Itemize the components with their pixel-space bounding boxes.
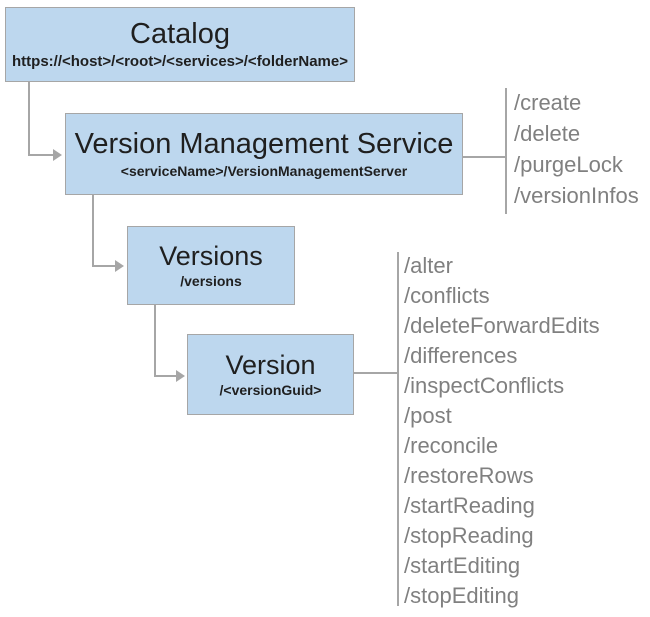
- connector-versions-version-vertical: [154, 305, 156, 377]
- version-operation-label: /deleteForwardEdits: [404, 313, 600, 338]
- node-vms-title: Version Management Service: [74, 128, 454, 161]
- connector-version-operations: [354, 372, 397, 374]
- arrowhead-right-icon: [176, 370, 185, 382]
- connector-vms-operations: [463, 156, 505, 158]
- node-versions-title: Versions: [159, 240, 263, 271]
- connector-catalog-vms-vertical: [28, 82, 30, 156]
- vms-operation-label: /create: [514, 90, 582, 115]
- version-operation-label: /stopEditing: [404, 583, 519, 608]
- version-operation-label: /restoreRows: [404, 463, 534, 488]
- vms-operations-list: /create/delete/purgeLock/versionInfos: [514, 87, 639, 211]
- version-operation-label: /startReading: [404, 493, 535, 518]
- node-catalog-title: Catalog: [130, 18, 230, 51]
- version-operation-label: /post: [404, 403, 452, 428]
- version-operation-label: /conflicts: [404, 283, 490, 308]
- node-catalog-subtitle: https://<host>/<root>/<services>/<folder…: [12, 52, 348, 70]
- node-version-title: Version: [225, 349, 316, 380]
- version-operation-label: /stopReading: [404, 523, 534, 548]
- node-versions: Versions /versions: [127, 226, 295, 305]
- connector-vms-versions-vertical: [92, 195, 94, 267]
- connector-vms-versions-horizontal: [92, 265, 116, 267]
- node-versions-subtitle: /versions: [180, 273, 242, 290]
- node-version-management-service: Version Management Service <serviceName>…: [65, 113, 463, 195]
- vms-operation-label: /delete: [514, 121, 581, 146]
- connector-catalog-vms-horizontal: [28, 154, 54, 156]
- version-operation-label: /alter: [404, 253, 453, 278]
- version-operation-label: /reconcile: [404, 433, 499, 458]
- vms-operations-bracket: [505, 88, 507, 214]
- version-operations-bracket: [397, 252, 399, 606]
- node-version: Version /<versionGuid>: [187, 334, 354, 415]
- node-version-subtitle: /<versionGuid>: [219, 382, 322, 399]
- version-operation-label: /differences: [404, 343, 518, 368]
- node-catalog: Catalog https://<host>/<root>/<services>…: [5, 7, 355, 82]
- vms-operation-label: /purgeLock: [514, 152, 623, 177]
- version-operations-list: /alter/conflicts/deleteForwardEdits/diff…: [404, 251, 600, 611]
- connector-versions-version-horizontal: [154, 375, 177, 377]
- arrowhead-right-icon: [115, 260, 124, 272]
- version-operation-label: /inspectConflicts: [404, 373, 565, 398]
- arrowhead-right-icon: [53, 149, 62, 161]
- version-operation-label: /startEditing: [404, 553, 521, 578]
- vms-operation-label: /versionInfos: [514, 183, 639, 208]
- node-vms-subtitle: <serviceName>/VersionManagementServer: [120, 162, 408, 179]
